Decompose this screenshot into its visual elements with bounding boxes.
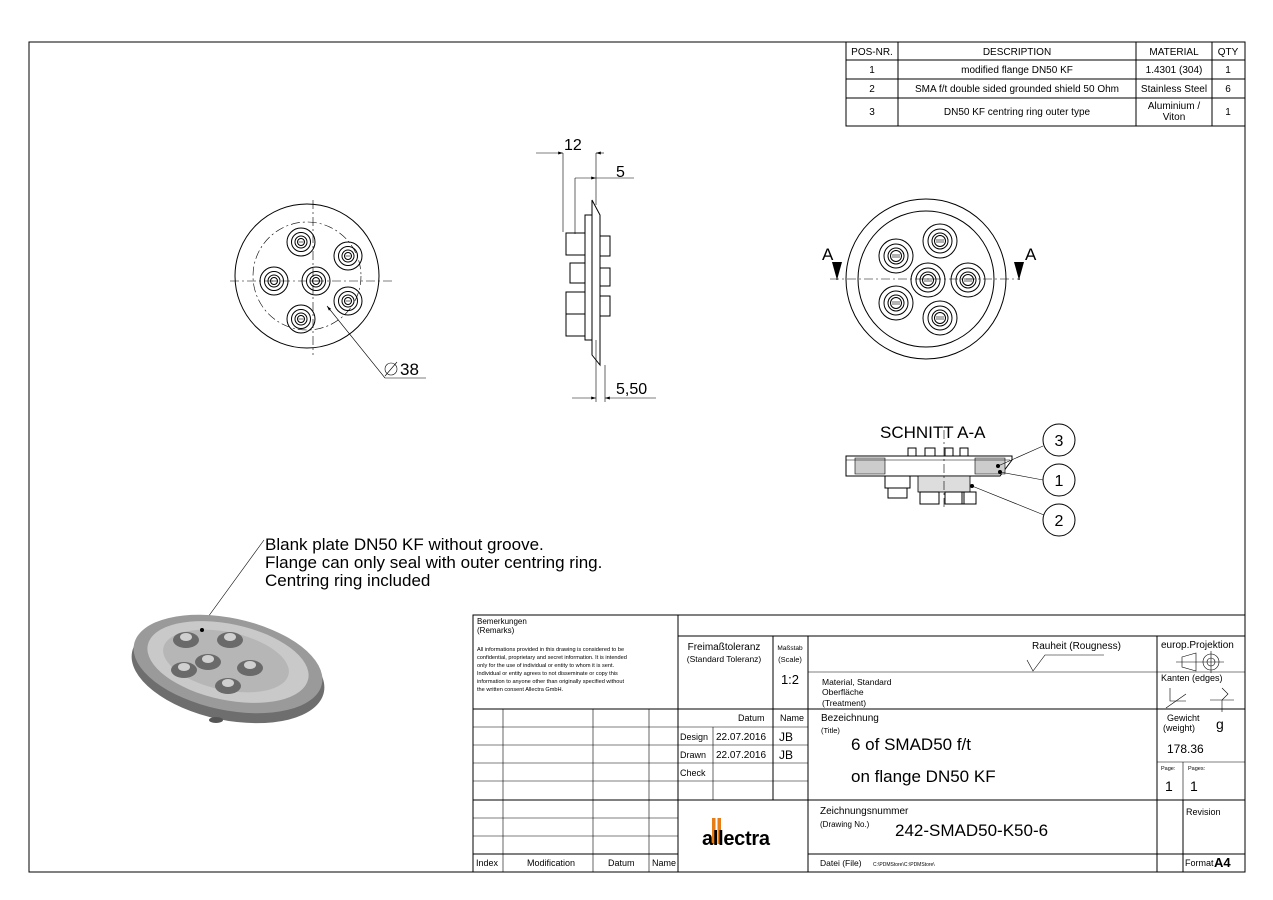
dimension-5: 5	[616, 164, 625, 181]
dimension-12: 12	[564, 137, 582, 154]
design-name: JB	[779, 730, 793, 744]
bom-cell: SMA f/t double sided grounded shield 50 …	[915, 84, 1119, 95]
bom-header-material: MATERIAL	[1149, 47, 1199, 58]
section-view-front: A A	[822, 198, 1037, 360]
projection-label: europ.Projektion	[1161, 640, 1234, 651]
file-path: C:\PDMStore\C:\PDMStore\	[873, 862, 935, 868]
pages-label: Pages:	[1188, 766, 1206, 772]
sheet-border	[28, 41, 1246, 873]
drawn-name: JB	[779, 748, 793, 762]
drawing-title-line-1: 6 of SMAD50 f/t	[851, 735, 971, 754]
logo-text: allectra	[702, 828, 771, 850]
dimension-5-50: 5,50	[616, 381, 647, 398]
section-marker-right: A	[1025, 245, 1037, 264]
bom-cell: 3	[869, 107, 875, 118]
tolerance-sub: (Standard Toleranz)	[687, 654, 762, 664]
bom-cell: 1	[1225, 107, 1231, 118]
modification-label: Modification	[527, 858, 575, 868]
name-header: Name	[780, 713, 804, 723]
scale-label: Maßstab	[777, 645, 803, 652]
datum-header: Datum	[738, 713, 765, 723]
file-label: Datei (File)	[820, 858, 862, 868]
title-sub: (Title)	[821, 726, 840, 735]
bom-cell: Aluminium /	[1148, 101, 1200, 112]
section-a-a: SCHNITT A-A 3 1 2	[845, 423, 1076, 537]
dimension-diameter: 38	[400, 360, 419, 379]
confidential-line: information to anyone other than origina…	[477, 679, 625, 685]
bom-cell: DN50 KF centring ring outer type	[944, 107, 1091, 118]
confidential-line: confidential, proprietary and secret inf…	[477, 655, 627, 661]
bom-cell: modified flange DN50 KF	[961, 65, 1073, 76]
material-label: Material, Standard	[822, 677, 892, 687]
bom-cell: 2	[869, 84, 875, 95]
remarks-sub: (Remarks)	[477, 626, 515, 635]
bezeichnung-label: Bezeichnung	[821, 713, 879, 724]
bom-cell-material-line2: Viton	[1163, 112, 1186, 123]
index-label: Index	[476, 858, 499, 868]
note-line-1: Blank plate DN50 KF without groove.	[265, 535, 544, 554]
bom-header-pos: POS-NR.	[851, 47, 893, 58]
bom-cell: 6	[1225, 84, 1231, 95]
edges-symbol-icon	[1165, 687, 1234, 712]
title-block: Bemerkungen (Remarks) All informations p…	[472, 614, 1246, 873]
design-date: 22.07.2016	[716, 732, 766, 743]
edges-label: Kanten (edges)	[1161, 673, 1223, 683]
projection-symbol-icon	[1176, 651, 1224, 673]
weight-unit: g	[1216, 716, 1224, 732]
section-title: SCHNITT A-A	[880, 423, 986, 442]
roughness-label: Rauheit (Rougness)	[1032, 641, 1121, 652]
remarks-label: Bemerkungen	[477, 617, 527, 626]
page-value: 1	[1165, 778, 1173, 794]
balloon-3: 3	[1055, 433, 1064, 450]
note-line-2: Flange can only seal with outer centring…	[265, 553, 602, 572]
tolerance-label: Freimaßtoleranz	[688, 642, 761, 653]
drawing-number: 242-SMAD50-K50-6	[895, 821, 1048, 840]
balloon-2: 2	[1055, 513, 1064, 530]
page-label: Page:	[1161, 766, 1176, 772]
confidential-line: only for the use of individual or entity…	[477, 663, 615, 669]
scale-value: 1:2	[781, 672, 799, 687]
bom-cell: Stainless Steel	[1141, 84, 1207, 95]
weight-sub: (weight)	[1163, 723, 1195, 733]
note-line-3: Centring ring included	[265, 571, 430, 590]
treatment-label: (Treatment)	[822, 698, 866, 708]
drawing-no-sub: (Drawing No.)	[820, 820, 870, 829]
balloon-1: 1	[1055, 473, 1064, 490]
check-label: Check	[680, 768, 706, 778]
rev-datum-label: Datum	[608, 858, 635, 868]
format-label: Format	[1185, 858, 1214, 868]
revision-label: Revision	[1186, 807, 1221, 817]
scale-sub: (Scale)	[778, 655, 802, 664]
note: Blank plate DN50 KF without groove. Flan…	[199, 535, 602, 629]
surface-label: Oberfläche	[822, 687, 864, 697]
format-value: A4	[1214, 855, 1231, 870]
side-view: 12 5 5,50	[536, 137, 656, 402]
bom-cell: 1	[869, 65, 875, 76]
bom-header-qty: QTY	[1218, 47, 1239, 58]
weight-value: 178.36	[1167, 742, 1204, 756]
confidential-line: All informations provided in this drawin…	[477, 647, 624, 653]
bom-cell: 1.4301 (304)	[1146, 65, 1203, 76]
weight-label: Gewicht	[1167, 713, 1200, 723]
front-view: 38	[230, 200, 426, 379]
drawing-no-label: Zeichnungsnummer	[820, 806, 909, 817]
confidential-line: the written consent Allectra GmbH.	[477, 687, 564, 693]
section-marker-left: A	[822, 245, 834, 264]
rev-name-label: Name	[652, 858, 676, 868]
pages-value: 1	[1190, 778, 1198, 794]
drawn-label: Drawn	[680, 750, 706, 760]
allectra-logo: allectra	[702, 818, 771, 850]
drawing-title-line-2: on flange DN50 KF	[851, 767, 996, 786]
drawn-date: 22.07.2016	[716, 750, 766, 761]
bom-table: POS-NR. DESCRIPTION MATERIAL QTY 1 modif…	[845, 41, 1246, 127]
bom-header-description: DESCRIPTION	[983, 47, 1051, 58]
isometric-render	[131, 614, 325, 724]
design-label: Design	[680, 732, 708, 742]
bom-cell: 1	[1225, 65, 1231, 76]
confidential-line: Individual or entity agrees to not disse…	[477, 671, 618, 677]
